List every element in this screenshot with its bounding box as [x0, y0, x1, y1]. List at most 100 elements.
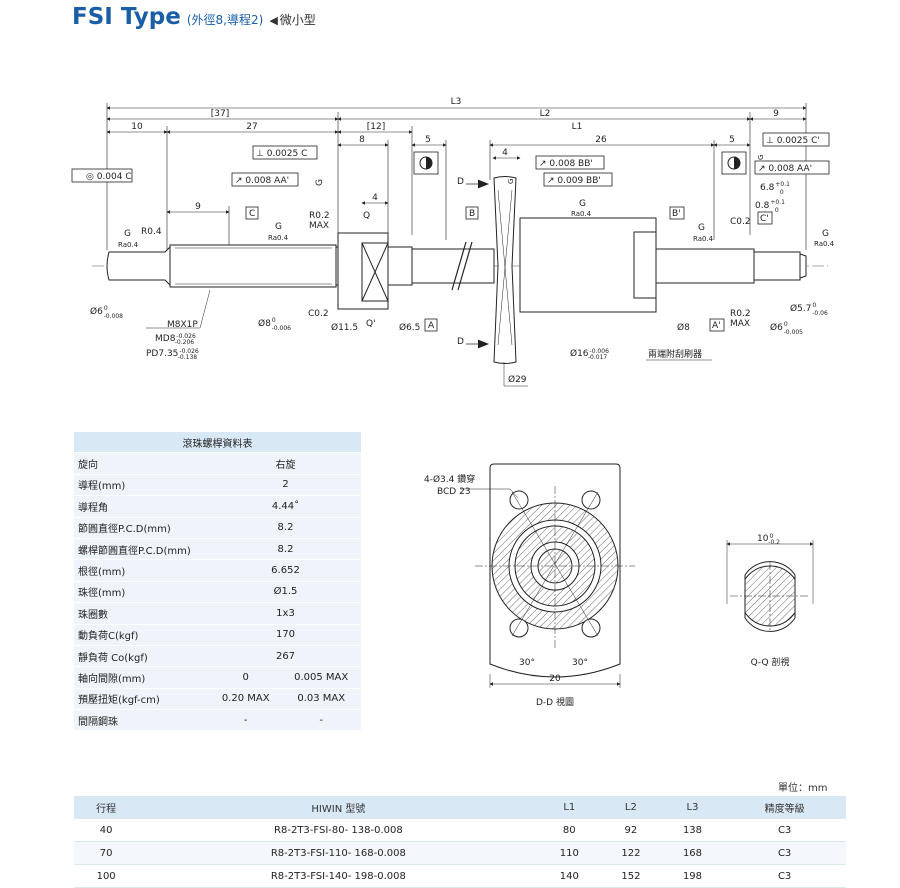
dim-27: 27: [246, 122, 257, 132]
spec-label: 動負荷C(kgf): [74, 624, 210, 646]
ra-right: Ra0.4: [814, 240, 835, 248]
table-row: 動負荷C(kgf)170: [74, 624, 361, 646]
table-cell: 70: [74, 841, 139, 865]
ra-left: Ra0.4: [118, 241, 139, 249]
title-subtitle: (外徑8,導程2): [186, 13, 264, 27]
table-cell: 168: [661, 841, 724, 865]
spec-label: 螺桿節圓直徑P.C.D(mm): [74, 538, 210, 561]
table-cell: C3: [723, 819, 846, 842]
spec-value: 8.2: [210, 517, 361, 539]
table-cell: 92: [600, 819, 662, 842]
dim-26: 26: [595, 135, 607, 145]
g-nut: G: [579, 199, 586, 209]
q-bottom: Q': [366, 319, 376, 329]
dim-4: 4: [502, 148, 508, 158]
max-right: MAX: [730, 319, 750, 329]
table-cell: 100: [74, 864, 139, 888]
r02-right: R0.2: [730, 309, 751, 319]
g-vert-2: G: [507, 179, 515, 184]
dd-view: [460, 463, 635, 688]
table-row: 螺桿節圓直徑P.C.D(mm)8.2: [74, 538, 361, 561]
dim-l2: L2: [540, 109, 551, 119]
dd-bcd: BCD 23: [437, 487, 471, 497]
table-cell: 40: [74, 819, 139, 842]
spec-value: 0: [210, 666, 282, 689]
perp2-value: ⊥ 0.0025 C': [766, 136, 820, 146]
table-cell: 122: [600, 841, 662, 865]
spec-value: 1x3: [210, 602, 361, 625]
dd-angle-right: 30°: [572, 658, 588, 668]
g-right-mid: G: [698, 223, 705, 233]
r04-label: R0.4: [141, 227, 162, 237]
triangle-left-icon: ◀: [269, 14, 278, 27]
table-row: 靜負荷 Co(kgf)267: [74, 645, 361, 668]
table-cell: 138: [661, 819, 724, 842]
spec-value: 0.005 MAX: [281, 666, 361, 689]
datum-a: A: [428, 321, 435, 331]
dd-holes: 4-Ø3.4 鑽穿: [424, 473, 475, 485]
table-row: 旋向右旋: [74, 452, 361, 475]
table-row: 間隔鋼珠--: [74, 709, 361, 732]
spec-label: 導程角: [74, 495, 210, 518]
d-label-bottom: D: [457, 337, 464, 347]
dd-width: 20: [549, 674, 561, 684]
table-cell: C3: [723, 841, 846, 865]
dim-9: 9: [773, 109, 779, 119]
column-header: L3: [661, 796, 724, 819]
dd-angle-left: 30°: [519, 658, 535, 668]
dim-4b: 4: [372, 193, 378, 203]
spec-value: 8.2: [210, 538, 361, 561]
spec-value: 6.652: [210, 559, 361, 582]
d29-label: Ø29: [508, 374, 527, 385]
d6-5-label: Ø6.5: [399, 322, 420, 333]
table-row: 根徑(mm)6.652: [74, 559, 361, 582]
table-row: 珠徑(mm)Ø1.5: [74, 581, 361, 604]
table-cell: R8-2T3-FSI-80- 138-0.008: [138, 819, 539, 842]
table-cell: 110: [538, 841, 601, 865]
spec-label: 靜負荷 Co(kgf): [74, 645, 210, 668]
g-right: G: [822, 229, 829, 239]
spec-label: 導程(mm): [74, 474, 210, 497]
d6r-label: Ø60-0.005: [770, 321, 803, 336]
spec-value: 0.20 MAX: [210, 688, 282, 711]
d5-7-label: Ø5.70-0.06: [790, 302, 828, 317]
d8b-label: Ø8: [677, 322, 690, 333]
datum-ap: A': [712, 321, 721, 331]
runout1-value: ↗ 0.008 AA': [235, 176, 289, 186]
dim-8: 8: [359, 135, 365, 145]
runout2-value: ↗ 0.008 AA': [758, 164, 812, 174]
dim-l3: L3: [451, 97, 462, 107]
spec-label: 珠徑(mm): [74, 581, 210, 604]
title-main: FSI Type: [72, 4, 181, 30]
view-arrows: [466, 179, 490, 349]
table-cell: 152: [600, 864, 662, 888]
pd-label: PD7.35-0.026-0.138: [146, 348, 199, 361]
datum-c: C: [249, 209, 255, 219]
c02-right: C0.2: [730, 217, 751, 227]
table-cell: 80: [538, 819, 601, 842]
g-left: G: [124, 229, 131, 239]
spec-value: 0.03 MAX: [281, 688, 361, 711]
dimension-lines: [106, 103, 807, 250]
tolerance-frames: [71, 132, 830, 332]
dim-5a: 5: [425, 135, 431, 145]
spec-value: Ø1.5: [210, 581, 361, 604]
g-vert-1: G: [315, 179, 325, 186]
dd-caption: D-D 視圖: [536, 696, 574, 708]
spec-value: 4.44˚: [210, 495, 361, 518]
ra-right-mid: Ra0.4: [693, 235, 714, 243]
title-tag: 微小型: [279, 13, 316, 27]
spec-value: -: [281, 709, 361, 732]
qq-caption: Q-Q 剖視: [751, 656, 790, 668]
d11-5-label: Ø11.5: [331, 322, 358, 333]
spec-label: 珠圈數: [74, 602, 210, 625]
